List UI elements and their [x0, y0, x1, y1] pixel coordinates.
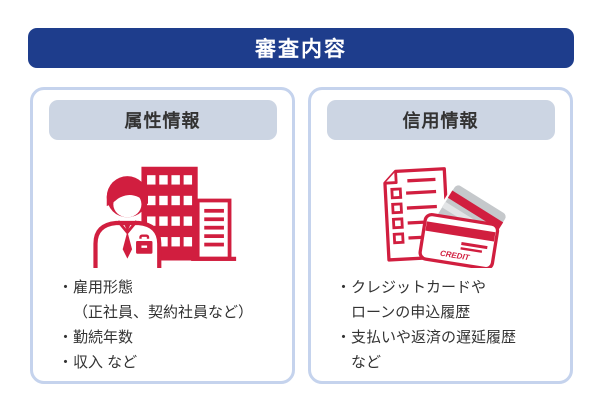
credit-title-badge: 信用情報 [326, 100, 555, 140]
list-item: ・ 勤続年数 [58, 325, 284, 350]
businessman-office-building-icon [33, 162, 292, 268]
bullet-mark: ・ [58, 354, 74, 371]
list-item: ・ 支払いや返済の遅延履歴 [336, 325, 562, 350]
credit-list: ・ クレジットカードや ローンの申込履歴 ・ 支払いや返済の遅延履歴 など [311, 275, 570, 375]
list-item-text: （正社員、契約社員など） [73, 304, 254, 321]
bullet-mark: ・ [58, 279, 74, 296]
attribute-title-badge: 属性情報 [48, 100, 277, 140]
list-item: など [336, 350, 562, 375]
list-item-text: ローンの申込履歴 [351, 304, 471, 321]
list-item: （正社員、契約社員など） [58, 300, 284, 325]
list-item-text: クレジットカードや [351, 279, 487, 296]
header-bar: 審査内容 [28, 28, 574, 68]
list-item: ローンの申込履歴 [336, 300, 562, 325]
checklist-credit-cards-icon: CREDIT [311, 162, 570, 268]
list-item: ・ 雇用形態 [58, 275, 284, 300]
bullet-mark: ・ [336, 279, 352, 296]
bullet-mark [336, 300, 351, 325]
bullet-mark: ・ [336, 329, 352, 346]
list-item-text: 雇用形態 [73, 279, 134, 296]
panel-attribute-info: 属性情報 [30, 87, 295, 384]
checklist-credit-cards-svg: CREDIT [382, 167, 508, 268]
list-item: ・ 収入 など [58, 350, 284, 375]
list-item-text: 支払いや返済の遅延履歴 [351, 329, 517, 346]
list-item-text: 収入 など [73, 354, 138, 371]
bullet-mark [58, 300, 73, 325]
page-title: 審査内容 [255, 38, 347, 61]
bullet-mark [336, 350, 351, 375]
attribute-list: ・ 雇用形態 （正社員、契約社員など） ・ 勤続年数 ・ 収入 など [33, 275, 292, 375]
bullet-mark: ・ [58, 329, 74, 346]
panel-credit-info: 信用情報 [308, 87, 573, 384]
list-item: ・ クレジットカードや [336, 275, 562, 300]
attribute-title: 属性情報 [124, 111, 201, 131]
credit-title: 信用情報 [402, 111, 479, 131]
list-item-text: など [351, 354, 382, 371]
businessman-office-building-svg [92, 166, 236, 268]
list-item-text: 勤続年数 [73, 329, 134, 346]
